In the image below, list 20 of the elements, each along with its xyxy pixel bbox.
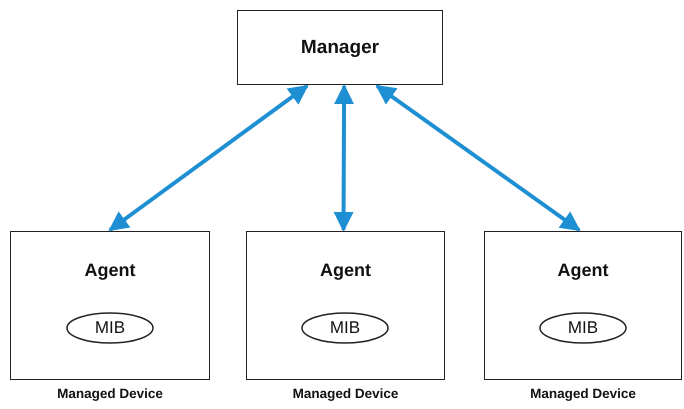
process-box xyxy=(237,10,443,85)
oval-node xyxy=(66,312,154,344)
node-title: Manager xyxy=(300,37,380,59)
double-arrow xyxy=(334,84,354,232)
oval-node xyxy=(301,312,389,344)
double-arrow xyxy=(375,84,581,232)
double-arrow xyxy=(108,84,309,232)
node-title: Agent xyxy=(556,260,610,281)
node-label: MIB xyxy=(330,318,360,338)
device-box xyxy=(246,231,445,380)
device-box xyxy=(484,231,682,380)
node-title: Agent xyxy=(319,260,372,281)
node-label: MIB xyxy=(568,318,598,338)
node-caption: Managed Device xyxy=(529,386,637,401)
device-box xyxy=(10,231,210,380)
oval-node xyxy=(539,312,627,344)
node-label: MIB xyxy=(94,318,126,338)
node-caption: Managed Device xyxy=(292,386,400,401)
node-caption: Managed Device xyxy=(56,386,164,401)
node-title: Agent xyxy=(84,260,136,281)
